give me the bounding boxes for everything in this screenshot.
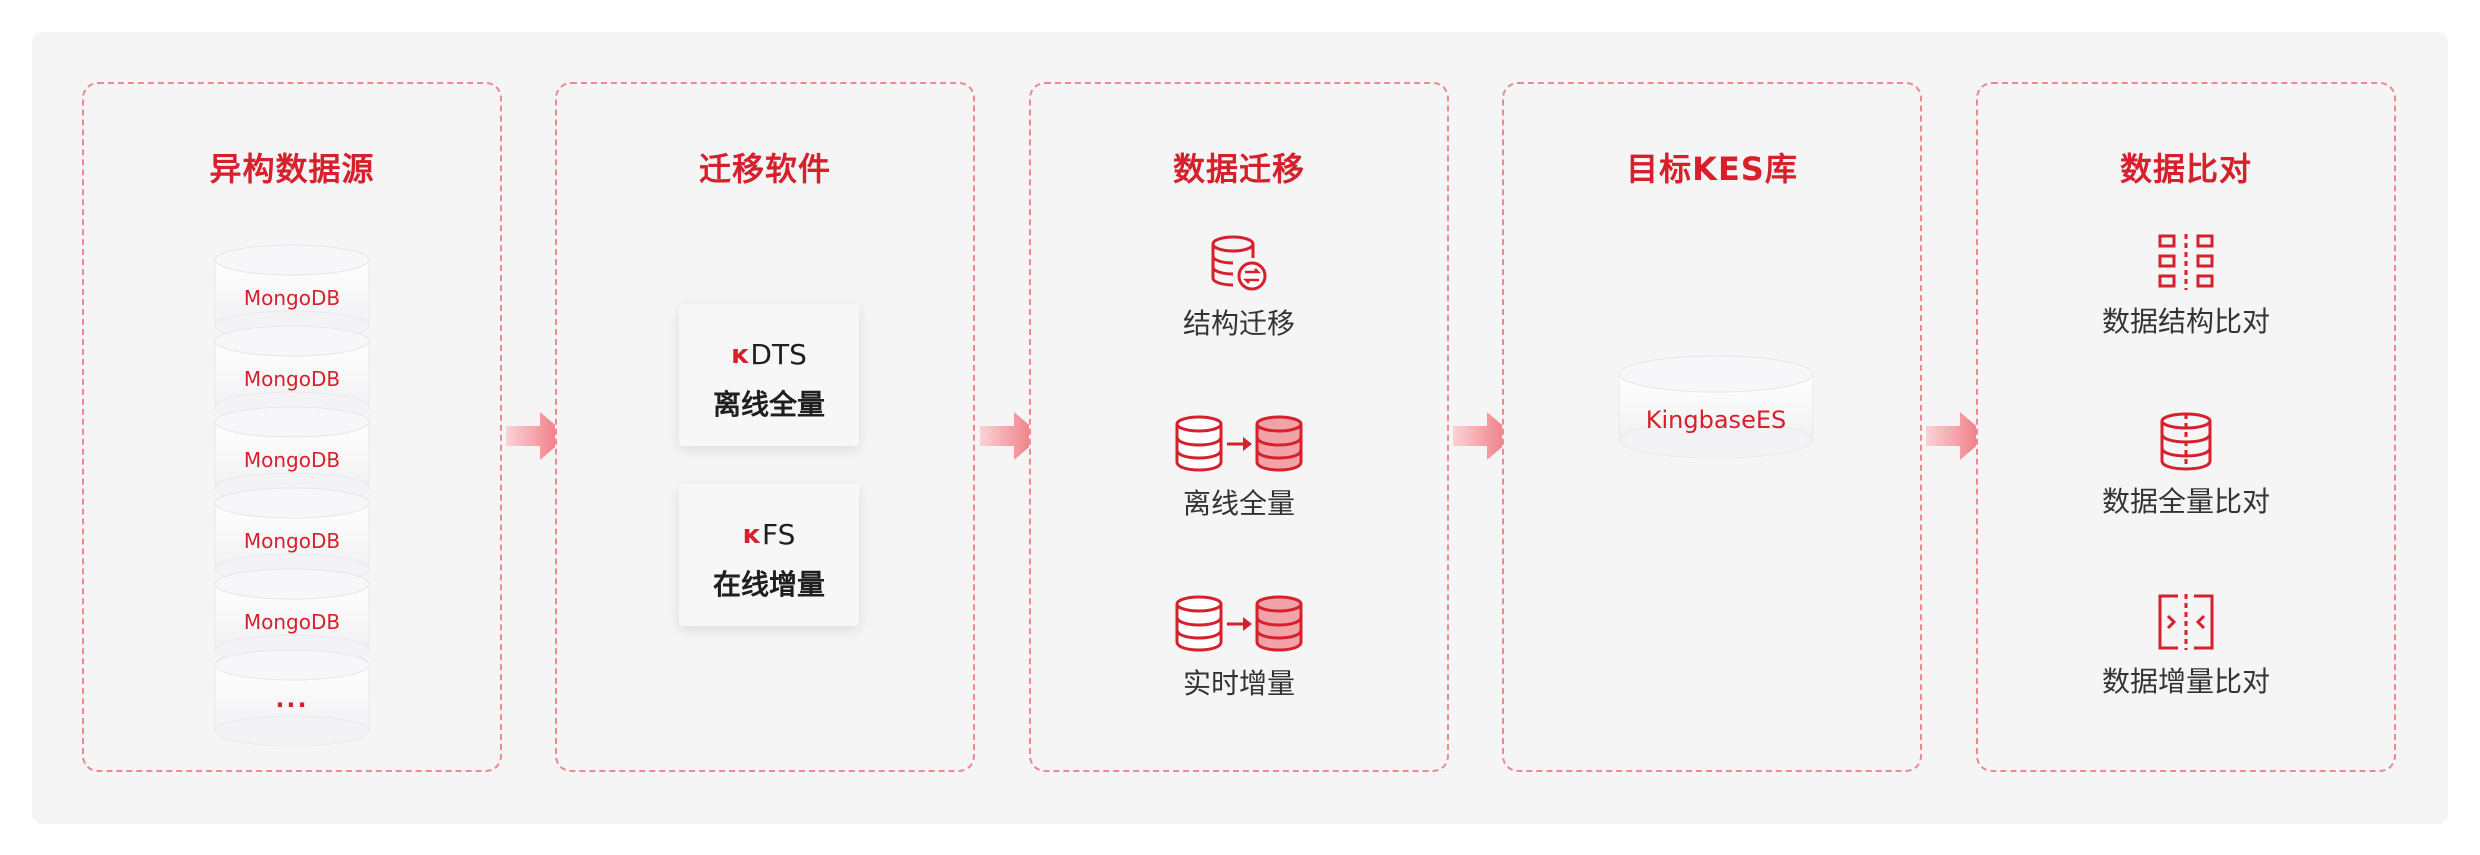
compare-item-full: 数据全量比对 [1978, 412, 2394, 520]
panel-title-data-compare: 数据比对 [2119, 150, 2252, 188]
full-compare-icon [2160, 412, 2212, 471]
database-disk-icon [1618, 355, 1814, 459]
panel-title-data-migration: 数据迁移 [1172, 150, 1305, 188]
software-desc: 在线增量 [712, 568, 825, 601]
structure-compare-icon [2158, 234, 2214, 290]
software-name: FS [761, 518, 796, 551]
database-label: MongoDB [243, 529, 341, 553]
more-label: ... [275, 685, 309, 713]
panel-data-migration: 数据迁移 结构迁移 [1029, 82, 1449, 772]
software-desc: 离线全量 [712, 388, 825, 421]
migration-item-label: 离线全量 [1182, 487, 1295, 520]
kingbase-disk: KingbaseES [1618, 354, 1814, 460]
compare-item-increment: 数据增量比对 [1978, 592, 2394, 700]
compare-item-structure: 数据结构比对 [1978, 232, 2394, 340]
migration-item-label: 实时增量 [1182, 667, 1295, 700]
software-name: DTS [750, 338, 807, 371]
flow-arrow-icon [1926, 412, 1988, 460]
panel-data-compare: 数据比对 数据结构比对 [1976, 82, 2396, 772]
database-label: MongoDB [243, 367, 341, 391]
flow-arrow-icon [1453, 412, 1515, 460]
database-label: MongoDB [243, 286, 341, 310]
kingbase-logo-icon: ĸ [742, 519, 760, 550]
mongodb-disk-2: MongoDB [214, 325, 370, 423]
kingbase-logo-icon: ĸ [731, 339, 749, 370]
target-db-label: KingbaseES [1645, 406, 1787, 434]
database-disk-icon [214, 649, 370, 747]
migration-item-realtime-increment: 实时增量 [1031, 594, 1447, 702]
database-label: MongoDB [243, 610, 341, 634]
software-card-dts: ĸ DTS 离线全量 [679, 304, 859, 446]
compare-item-label: 数据增量比对 [2101, 665, 2270, 698]
database-transfer-icon [1175, 415, 1303, 472]
panel-title-migration-software: 迁移软件 [698, 150, 831, 188]
flow-arrow-icon [506, 412, 568, 460]
flow-arrow-icon [980, 412, 1042, 460]
panel-migration-software: 迁移软件 ĸ DTS 离线全量 ĸ FS 在线增量 [555, 82, 975, 772]
panel-data-sources: 异构数据源 MongoDB MongoDB MongoDB [82, 82, 502, 772]
more-sources-disk: ... [214, 649, 370, 747]
panel-title-data-sources: 异构数据源 [209, 150, 375, 188]
panel-target-kes: 目标KES库 KingbaseES [1502, 82, 1922, 772]
database-label: MongoDB [243, 448, 341, 472]
migration-item-offline-full: 离线全量 [1031, 414, 1447, 522]
panel-title-target-kes: 目标KES库 [1626, 150, 1798, 188]
migration-item-structure: 结构迁移 [1031, 234, 1447, 342]
increment-compare-icon [2158, 594, 2214, 650]
database-sync-icon [1211, 235, 1267, 291]
compare-item-label: 数据结构比对 [2101, 305, 2270, 338]
database-disk-icon [214, 325, 370, 423]
database-transfer-icon [1175, 595, 1303, 652]
software-card-fs: ĸ FS 在线增量 [679, 484, 859, 626]
compare-item-label: 数据全量比对 [2101, 485, 2270, 518]
migration-item-label: 结构迁移 [1182, 307, 1295, 340]
diagram-canvas: 异构数据源 MongoDB MongoDB MongoDB [32, 32, 2448, 824]
